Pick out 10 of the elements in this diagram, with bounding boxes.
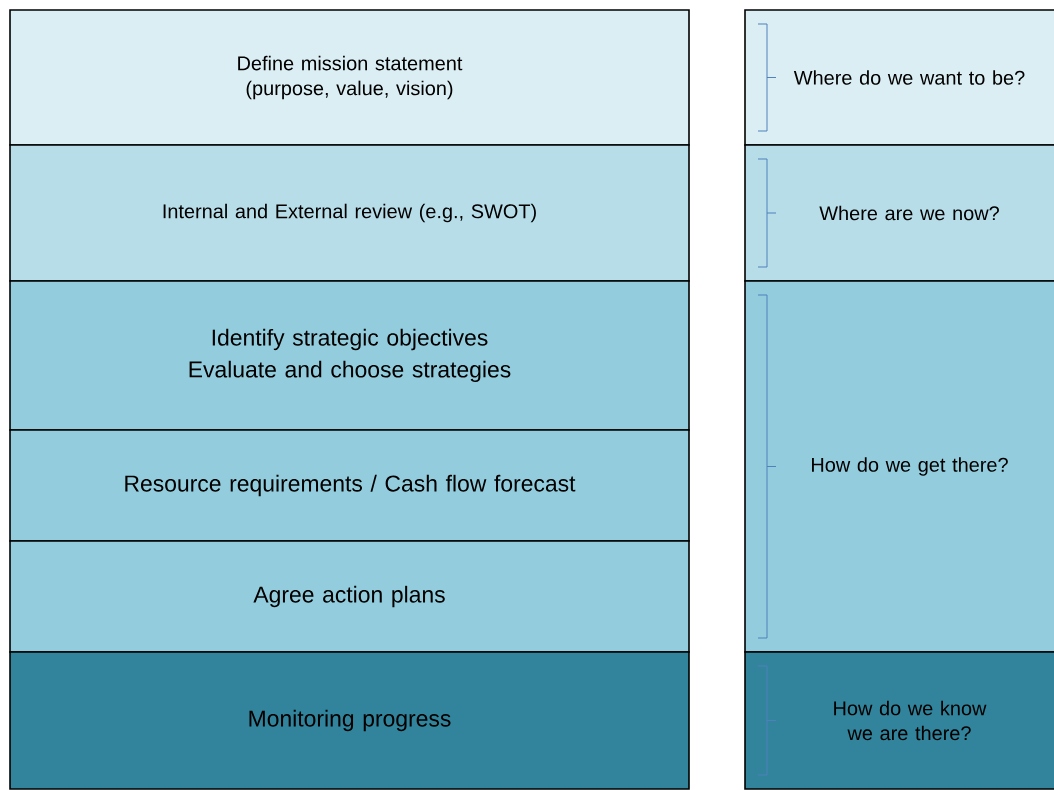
row-box: Internal and External review (e.g., SWOT) bbox=[9, 144, 690, 282]
row-box: How do we get there? bbox=[744, 280, 1054, 653]
row-box: How do we know we are there? bbox=[744, 651, 1054, 790]
row-box: Identify strategic objectives Evaluate and choose strategies bbox=[9, 280, 690, 431]
row-box: Resource requirements / Cash flow forecast bbox=[9, 429, 690, 542]
row-box: Where are we now? bbox=[744, 144, 1054, 282]
row-box: Agree action plans bbox=[9, 540, 690, 653]
row-box: Where do we want to be? bbox=[744, 9, 1054, 146]
row-box: Define mission statement (purpose, value, vision) bbox=[9, 9, 690, 146]
row-box: Monitoring progress bbox=[9, 651, 690, 790]
